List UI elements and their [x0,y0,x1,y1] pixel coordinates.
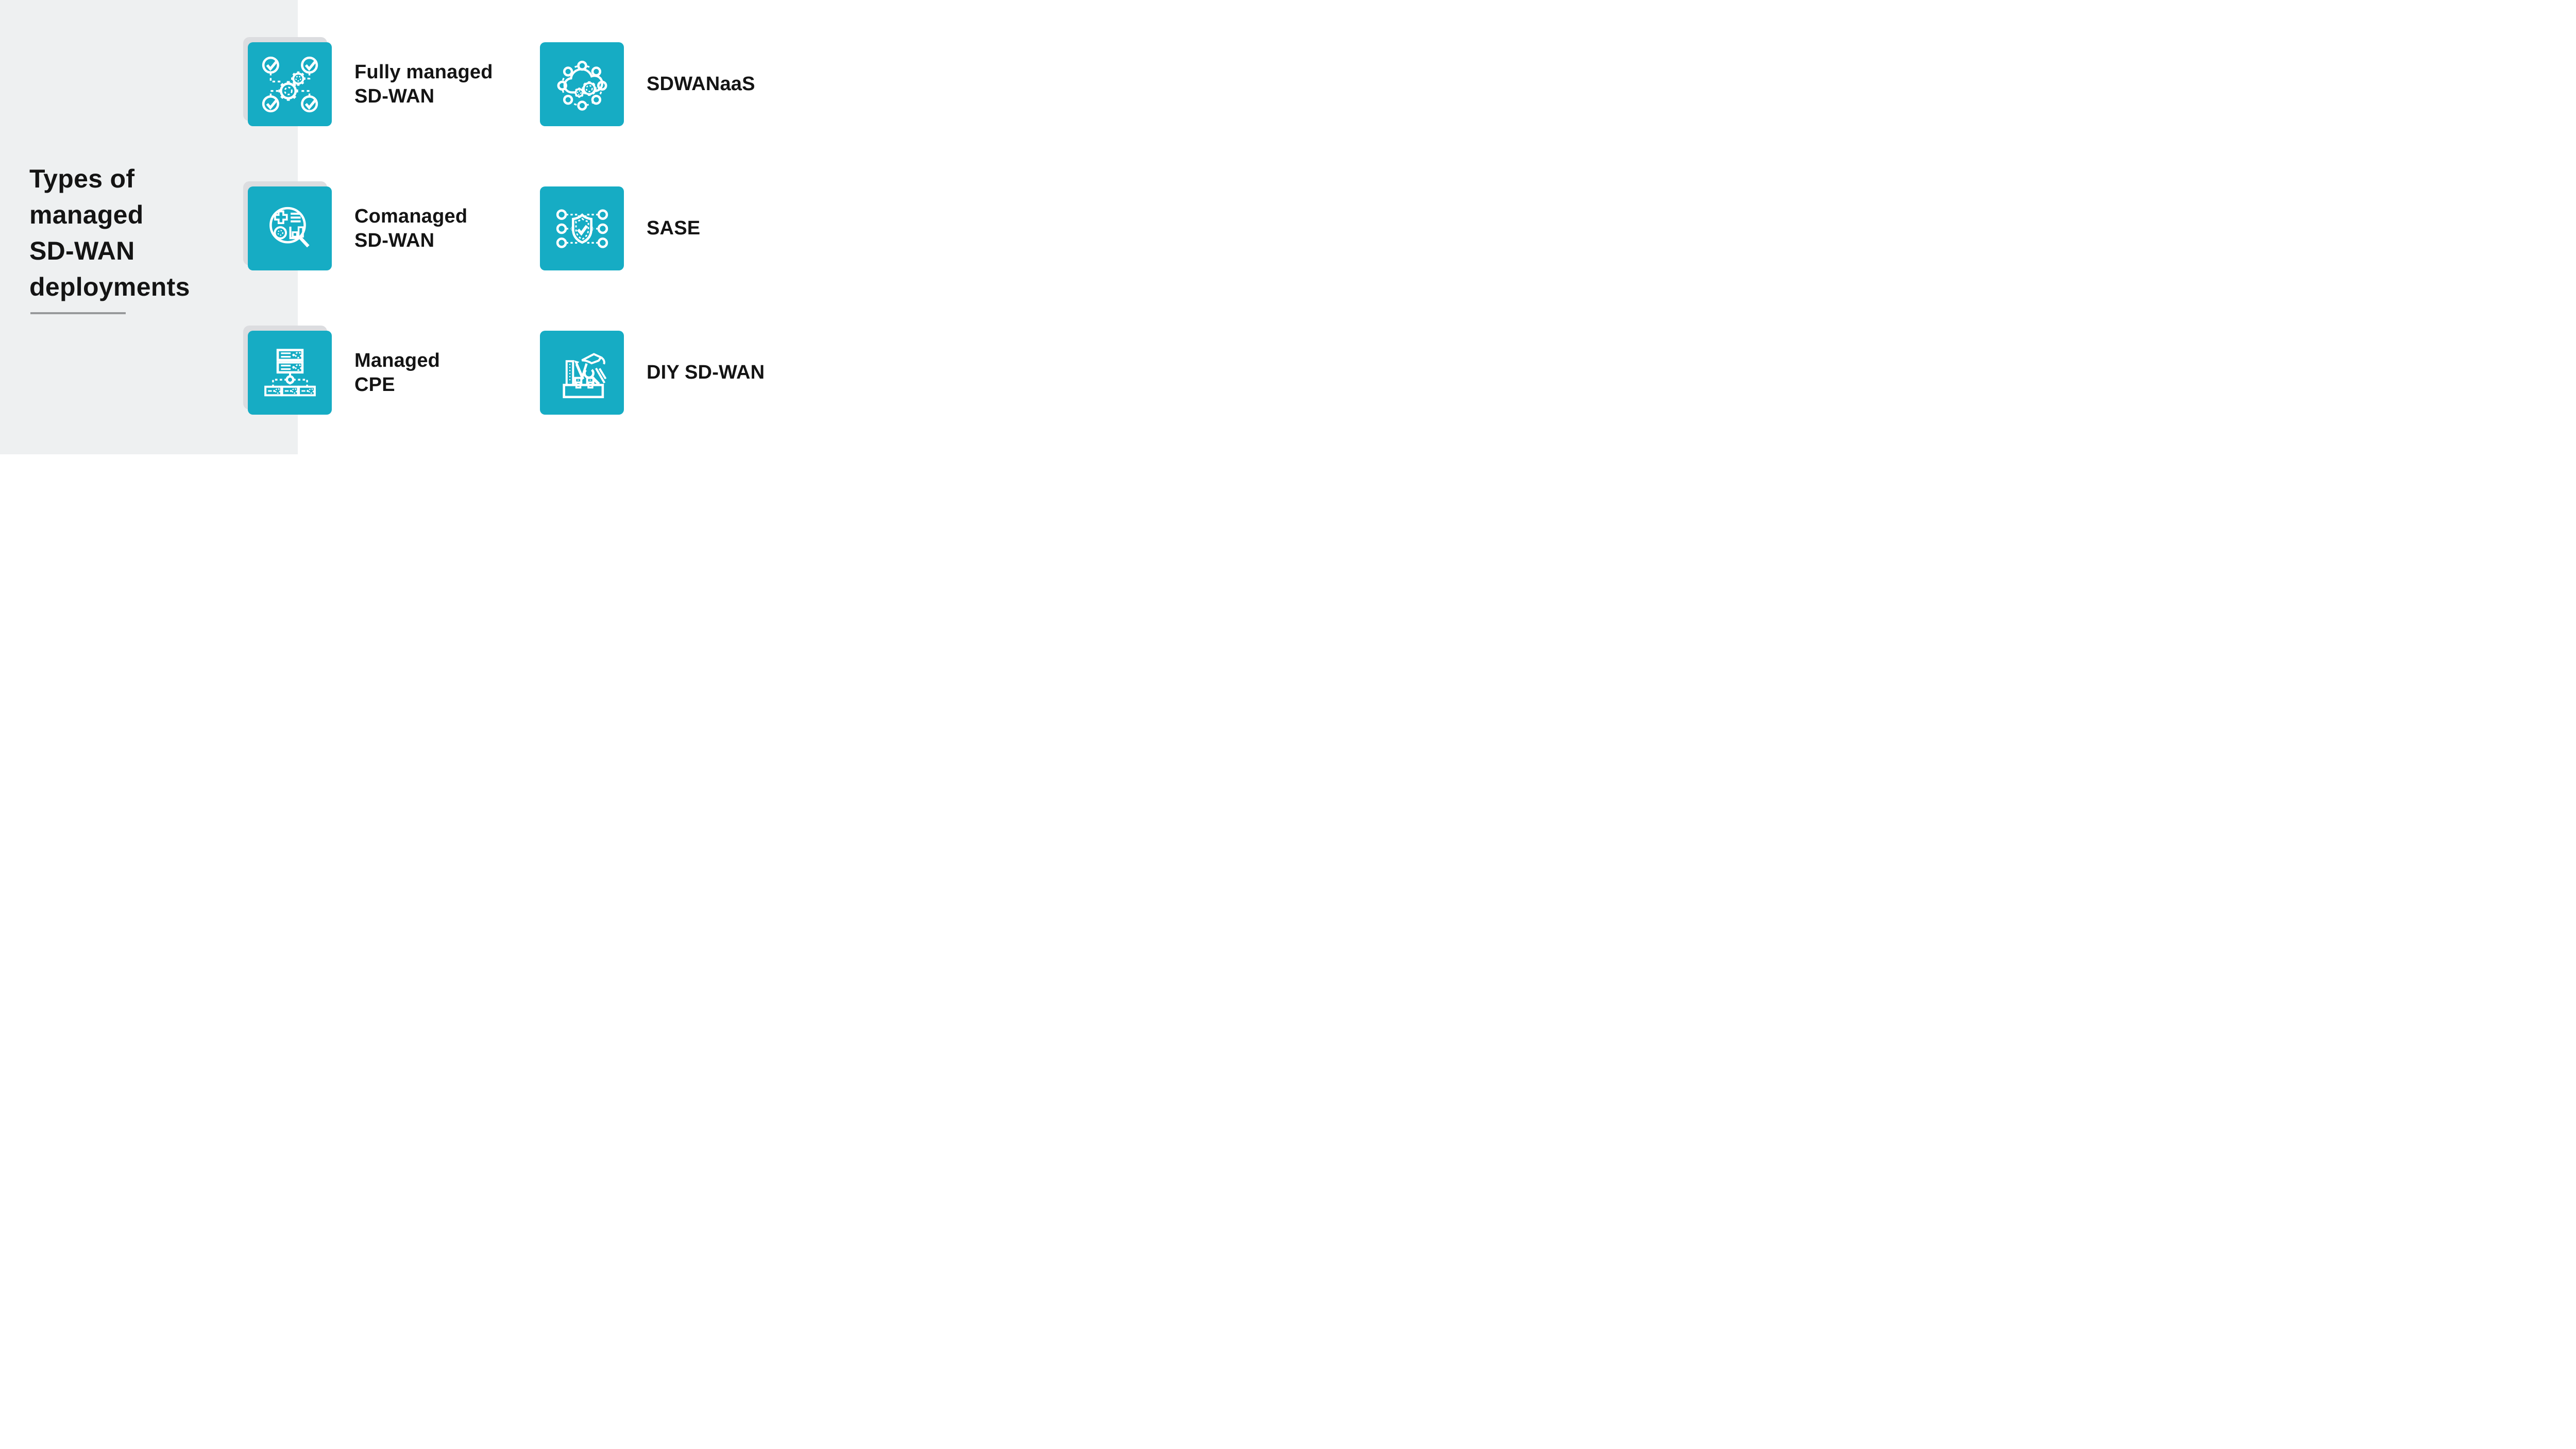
item-label: SDWANaaS [647,73,755,95]
card-face [540,186,624,270]
item-label: SASE [647,217,701,239]
card-fully-managed [243,37,332,126]
item-sdwanaas: SDWANaaS [540,42,755,126]
item-managed-cpe: Managed CPE [243,326,440,415]
card-face [248,186,332,270]
card-face [540,331,624,415]
server-network-icon [264,348,316,396]
page-title: Types of managed SD-WAN deployments [29,164,190,301]
shield-check-network-icon [556,209,608,248]
infographic-page: Types of managed SD-WAN deployments [0,0,808,454]
card-managed-cpe [243,326,332,415]
card-face [248,42,332,126]
item-label: Fully managed SD-WAN [354,61,493,107]
item-fully-managed-sd-wan: Fully managed SD-WAN [243,37,493,126]
title-underline [30,312,126,314]
magnifier-analytics-icon [269,207,310,247]
item-label: Comanaged SD-WAN [354,205,468,251]
item-diy-sd-wan: DIY SD-WAN [540,331,765,415]
toolbox-icon [562,352,606,398]
item-label: DIY SD-WAN [647,362,765,383]
checkmarks-gears-icon [262,56,318,112]
card-sdwanaas [540,42,624,126]
card-face [540,42,624,126]
cloud-gears-icon [557,60,607,111]
card-comanaged [243,181,332,270]
item-label: Managed CPE [354,349,440,396]
item-sase: SASE [540,186,700,270]
card-face [248,331,332,415]
card-sase [540,186,624,270]
card-diy-sd-wan [540,331,624,415]
item-comanaged-sd-wan: Comanaged SD-WAN [243,181,468,270]
